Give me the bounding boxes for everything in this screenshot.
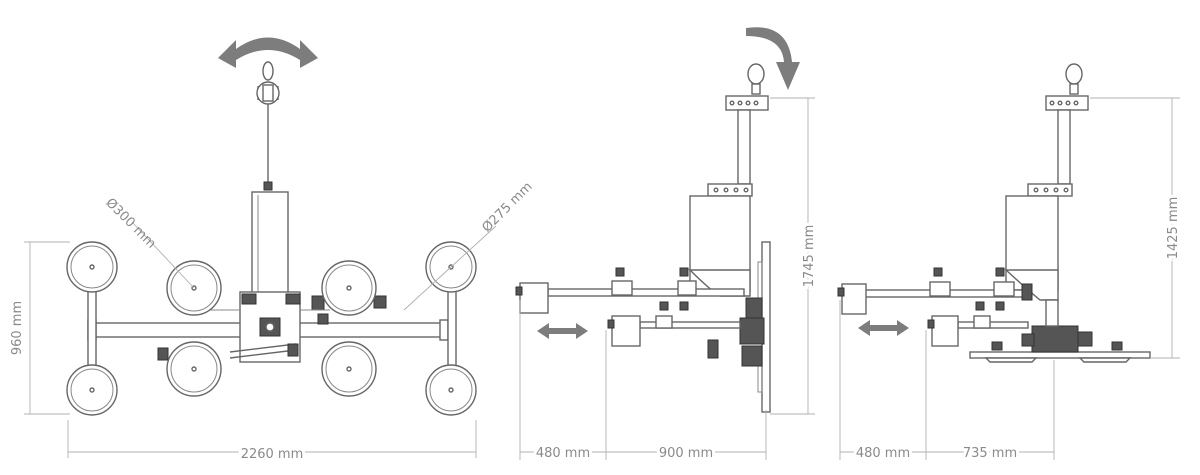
lifting-eye <box>256 61 280 191</box>
dim-reach-vertical: 480 mm <box>536 446 590 461</box>
slide-arrow-icon <box>537 323 588 339</box>
tilt-arrow-icon <box>746 27 800 90</box>
side-view-horizontal: 480 mm 735 mm 1425 mm <box>837 63 1184 464</box>
dim-depth-vertical: 900 mm <box>659 446 713 461</box>
side-view-vertical: 480 mm 900 mm 1745 mm <box>515 27 820 464</box>
center-column <box>251 191 289 301</box>
slide-arrow-horizontal-icon <box>858 320 909 336</box>
dim-reach-horizontal: 480 mm <box>856 446 910 461</box>
rotation-arrow-icon <box>218 37 318 68</box>
dim-height: 960 mm <box>10 301 25 355</box>
front-view: 2260 mm 960 mm Ø300 mm Ø275 mm <box>10 37 536 465</box>
dim-height-vertical: 1745 mm <box>802 225 817 288</box>
dim-height-horizontal: 1425 mm <box>1166 197 1181 260</box>
dim-depth-horizontal: 735 mm <box>963 446 1017 461</box>
dim-pad-large: Ø300 mm <box>102 195 158 251</box>
dim-pad-small: Ø275 mm <box>479 179 535 235</box>
dim-width: 2260 mm <box>241 447 304 462</box>
